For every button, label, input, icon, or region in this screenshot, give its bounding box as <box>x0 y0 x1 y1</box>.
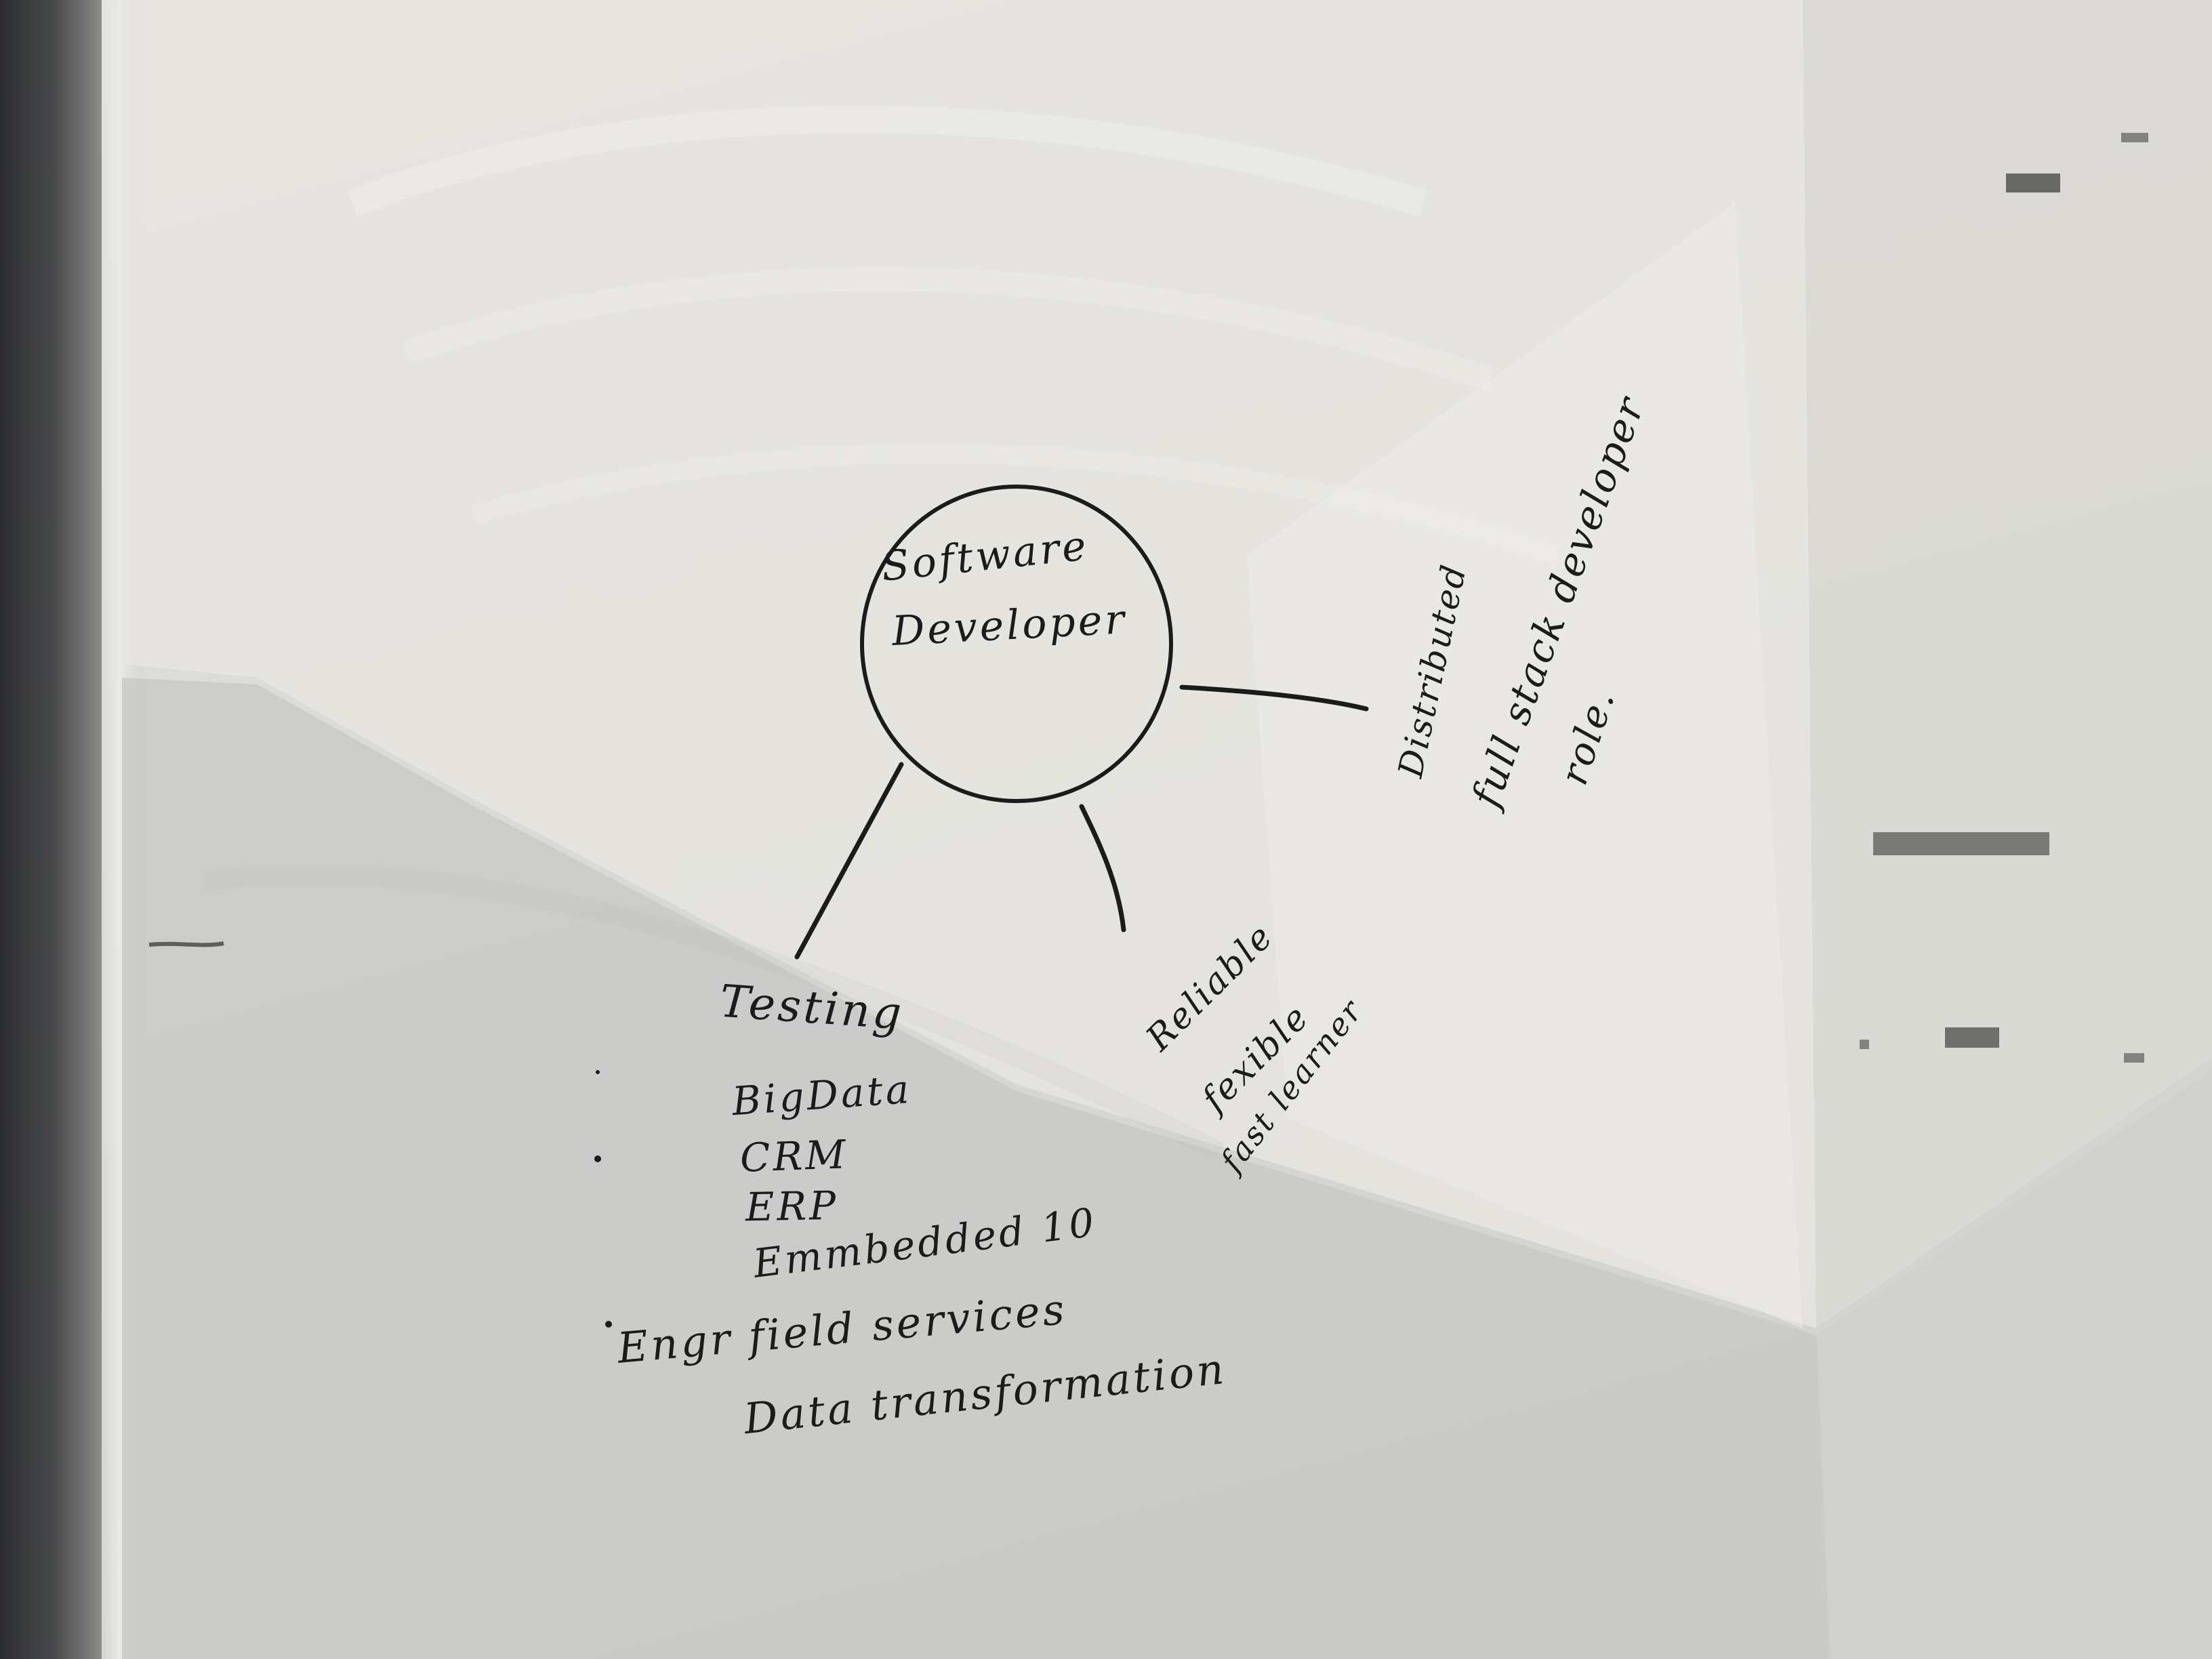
erased-mark <box>1860 1040 1869 1049</box>
left-branch-item: ERP <box>745 1182 839 1231</box>
left-branch-item: CRM <box>739 1131 849 1181</box>
connector-right <box>1179 684 1369 712</box>
edge-smudge <box>148 941 224 947</box>
board-edge-strip <box>0 0 142 1659</box>
erased-mark <box>1945 1027 1999 1048</box>
bullet-dot <box>596 1070 600 1074</box>
bullet-dot <box>605 1321 612 1328</box>
erased-mark <box>1873 832 2049 855</box>
erased-mark <box>2006 173 2060 192</box>
bullet-dot <box>594 1155 601 1162</box>
erased-mark <box>2124 1053 2144 1063</box>
connector-middle <box>1079 804 1126 933</box>
erased-mark <box>2121 133 2148 142</box>
center-circle <box>860 485 1173 803</box>
connector-left <box>794 762 904 960</box>
